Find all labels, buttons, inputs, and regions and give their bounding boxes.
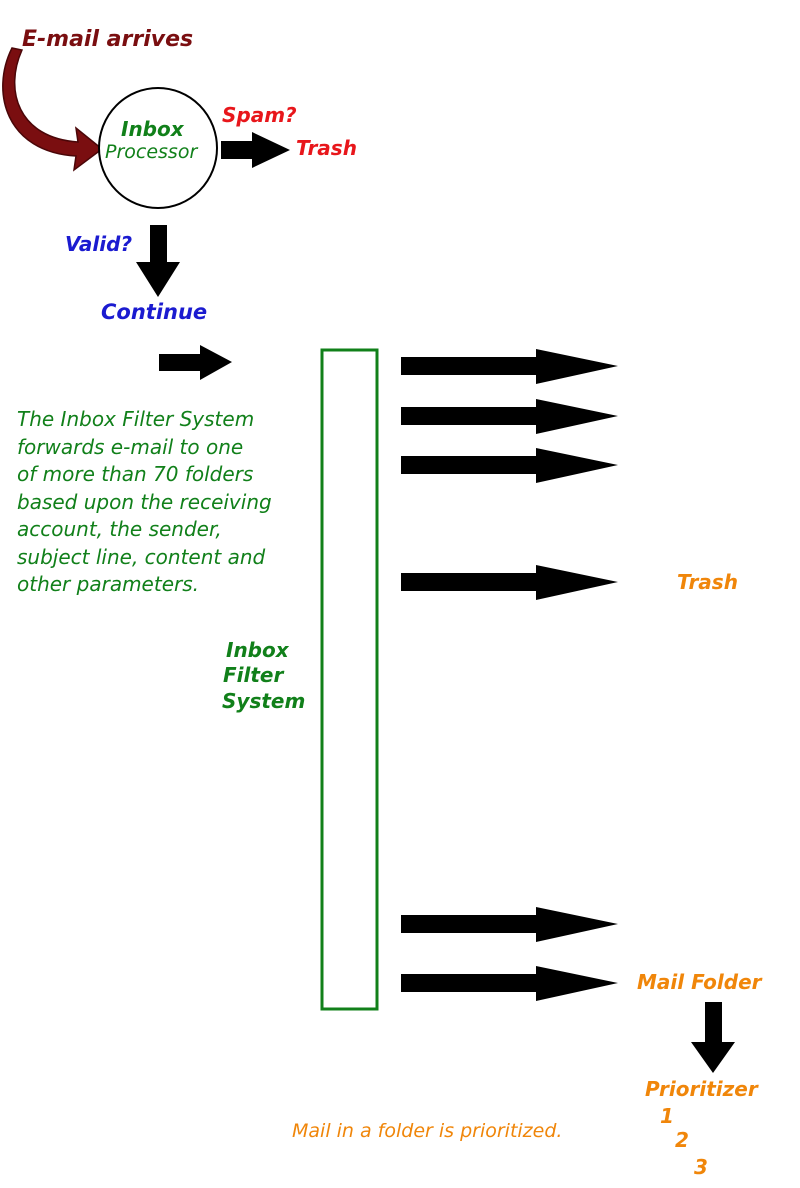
description-line: based upon the receiving: [17, 489, 272, 514]
priority-2-label: 2: [675, 1128, 689, 1152]
outgoing-arrow: [401, 399, 618, 434]
prioritizer-label: Prioritizer: [645, 1077, 758, 1101]
priority-1-label: 1: [660, 1104, 674, 1128]
description-line: other parameters.: [17, 572, 200, 596]
arrow-continue: [159, 345, 232, 380]
valid-question-label: Valid?: [65, 232, 133, 256]
arrow-valid-down: [136, 225, 180, 297]
outgoing-arrow-mail-folder: [401, 966, 618, 1001]
filter-system-label-line2: Filter: [223, 663, 284, 687]
email-arrives-label: E-mail arrives: [22, 27, 194, 52]
filter-system-label-line1: Inbox: [226, 638, 289, 662]
arrow-folder-to-prioritizer: [691, 1002, 735, 1073]
outgoing-arrows: [401, 349, 618, 1001]
continue-label: Continue: [101, 300, 208, 324]
prioritized-note: Mail in a folder is prioritized.: [292, 1120, 563, 1142]
priority-3-label: 3: [694, 1155, 708, 1179]
description-line: subject line, content and: [17, 544, 266, 569]
mail-folder-label: Mail Folder: [637, 970, 762, 994]
filter-system-box: [320, 348, 379, 1011]
description-line: forwards e-mail to one: [17, 434, 244, 459]
spam-question-label: Spam?: [222, 103, 297, 127]
outgoing-arrow: [401, 448, 618, 483]
description-line: account, the sender,: [17, 517, 222, 541]
processor-subtitle: Processor: [105, 141, 198, 163]
outgoing-arrow-trash: [401, 565, 618, 600]
inbox-processor-circle: [98, 87, 218, 209]
trash-top-label: Trash: [296, 136, 357, 160]
outgoing-arrow: [401, 907, 618, 942]
incoming-curved-arrow: [2, 47, 104, 172]
description-line: The Inbox Filter System: [17, 407, 255, 431]
arrow-to-trash: [221, 132, 290, 168]
outgoing-arrow: [401, 349, 618, 384]
filter-system-label-line3: System: [222, 689, 306, 713]
processor-title: Inbox: [121, 117, 184, 141]
filter-description: The Inbox Filter System forwards e-mail …: [17, 406, 317, 599]
description-line: of more than 70 folders: [17, 462, 254, 486]
trash-right-label: Trash: [677, 570, 738, 594]
